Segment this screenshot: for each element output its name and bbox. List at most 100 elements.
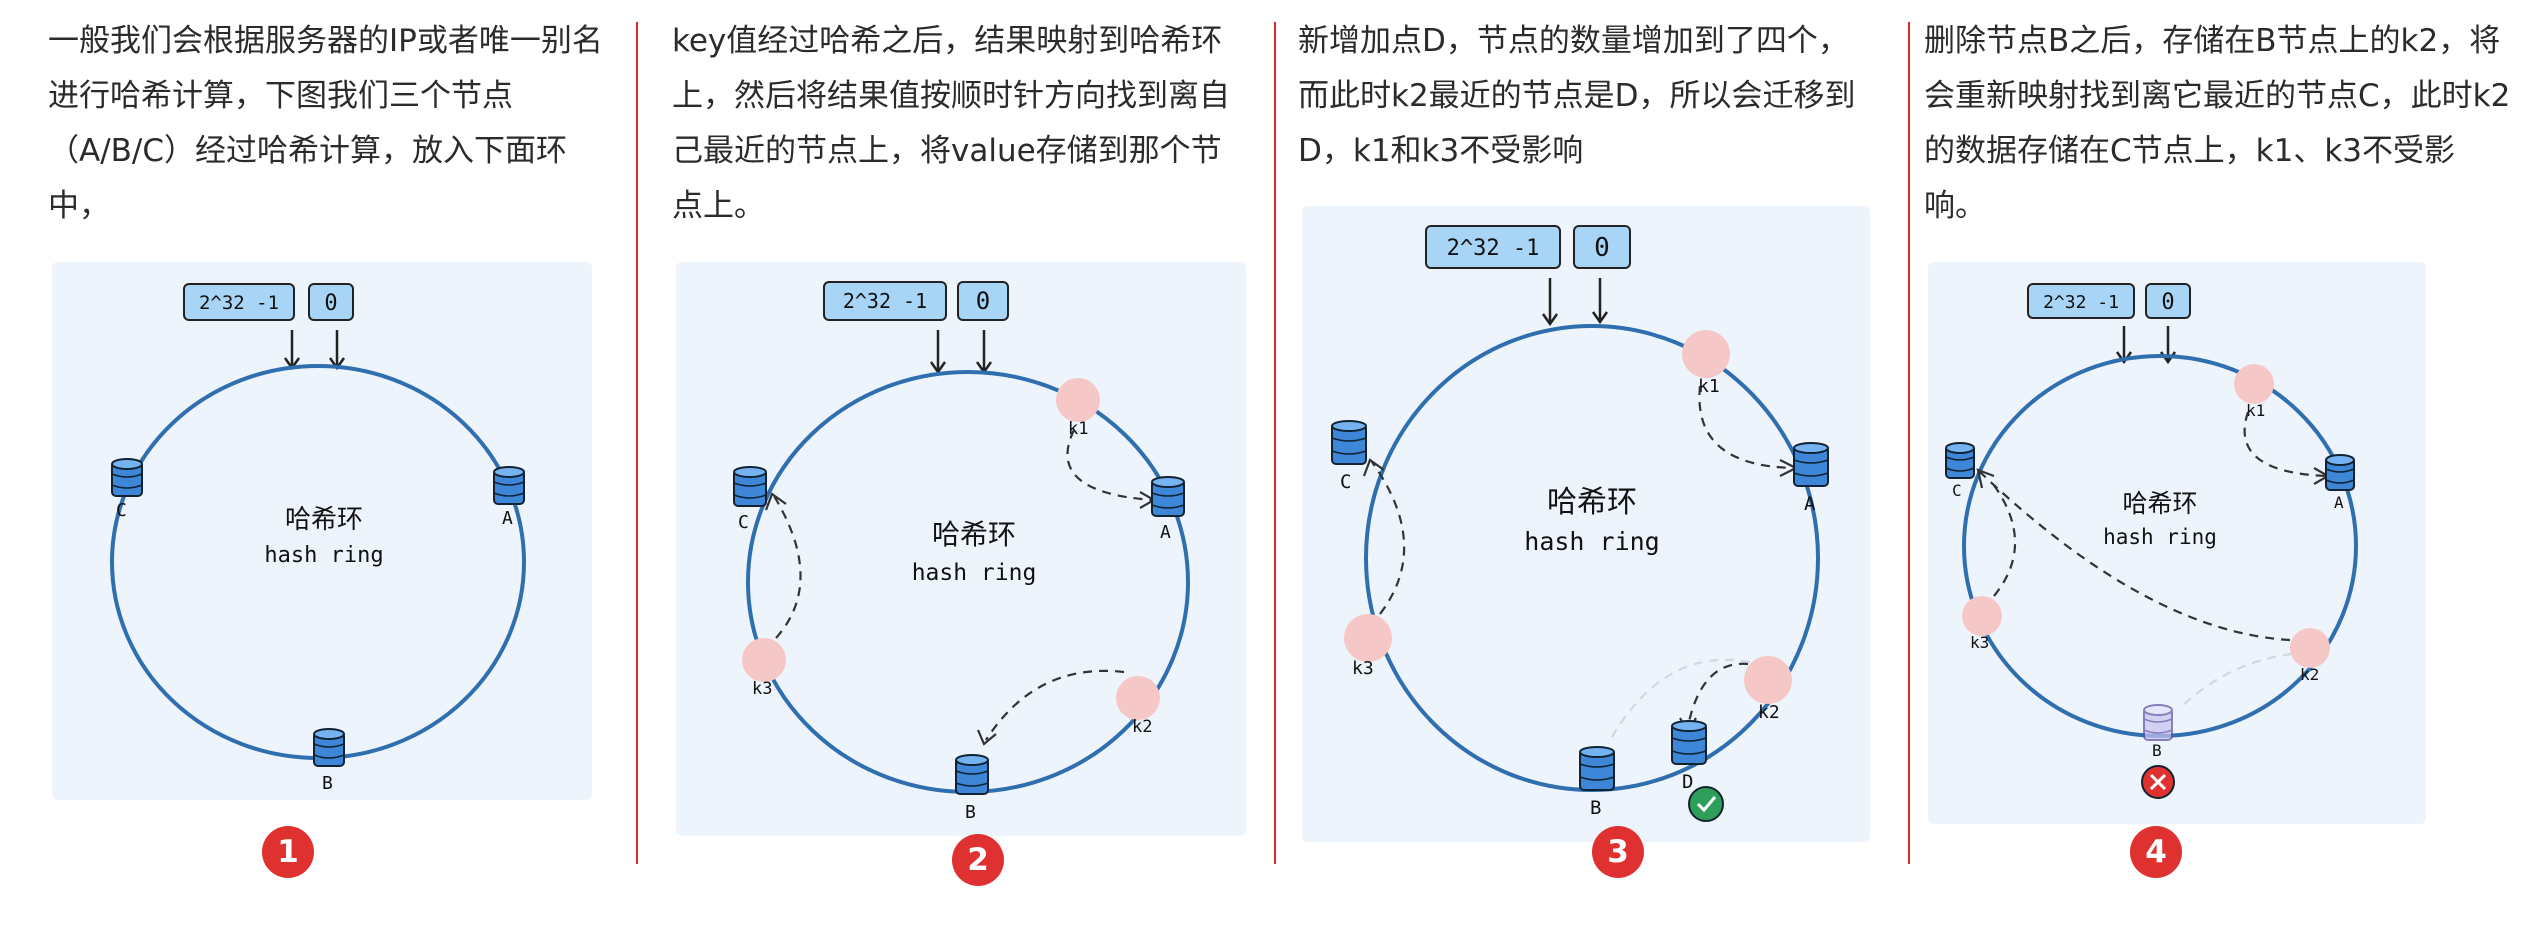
key-label-k2: k2 (1132, 717, 1152, 737)
svg-text:2^32 -1: 2^32 -1 (199, 292, 279, 314)
check-icon (1688, 786, 1724, 822)
svg-text:2^32 -1: 2^32 -1 (843, 289, 927, 313)
zero-label: 0 (1573, 225, 1631, 269)
panel-2-diagram: 2^32 -1 0 哈希环 hash ring k1 k2 k3 (676, 262, 1246, 836)
key-label-k3: k3 (1970, 633, 1989, 652)
node-label-a: A (1160, 522, 1171, 543)
key-dot-k1 (1682, 330, 1730, 378)
max-value-label: 2^32 -1 (183, 283, 295, 321)
node-label-b: B (1590, 797, 1601, 819)
node-label-c: C (116, 500, 127, 521)
database-icon-a (1793, 442, 1829, 487)
svg-text:0: 0 (324, 291, 337, 316)
key-dot-k1 (1056, 378, 1100, 422)
key-label-k3: k3 (752, 679, 772, 699)
panel-2-caption: key值经过哈希之后，结果映射到哈希环上，然后将结果值按顺时针方向找到离自己最近… (672, 23, 1230, 224)
node-label-a: A (1804, 493, 1816, 515)
dashed-mapping-arrows (1979, 411, 2327, 642)
arrow-heads (1976, 467, 2331, 489)
arrows-to-ring (929, 330, 993, 375)
database-icon-c (733, 466, 767, 507)
ring-title: 哈希环 (2122, 489, 2197, 518)
max-value-label: 2^32 -1 (2027, 283, 2135, 319)
ring-title: 哈希环 (285, 505, 363, 535)
arrows-to-ring (283, 330, 346, 371)
panel-3-diagram: 2^32 -1 0 哈希环 hash ring k1 k2 k3 (1302, 206, 1870, 842)
key-dot-k1 (2234, 364, 2274, 404)
database-icon-a (1151, 476, 1185, 517)
panel-2: key值经过哈希之后，结果映射到哈希环上，然后将结果值按顺时针方向找到离自己最近… (672, 0, 1252, 936)
step-badge-1: 1 (262, 826, 314, 878)
panel-3-caption: 新增加点D，节点的数量增加到了四个，而此时k2最近的节点是D，所以会迁移到D，k… (1298, 23, 1856, 169)
separator-3 (1908, 22, 1910, 864)
key-dot-k3 (742, 638, 786, 682)
node-label-c: C (738, 512, 749, 533)
dashed-mapping-arrows (1371, 385, 1795, 727)
panel-1-diagram: 2^32 -1 0 哈希环 hash ring C (52, 262, 592, 800)
ring-title: 哈希环 (1547, 485, 1637, 520)
zero-label: 0 (308, 283, 354, 321)
database-icon-d (1671, 720, 1707, 765)
key-dot-k2 (1116, 676, 1160, 720)
key-dot-k3 (1344, 614, 1392, 662)
arrows-to-ring (1541, 278, 1609, 327)
svg-text:2^32 -1: 2^32 -1 (1447, 236, 1540, 261)
ring-title: 哈希环 (932, 518, 1016, 551)
node-label-b: B (322, 773, 333, 794)
database-icon-c (111, 458, 143, 497)
hash-ring-diagram-4: 2^32 -1 0 哈希环 hash ring k1 k2 k3 (1945, 283, 2358, 799)
svg-text:0: 0 (976, 287, 990, 315)
ring-subtitle: hash ring (2103, 525, 2217, 549)
hash-ring-diagram-2: 2^32 -1 0 哈希环 hash ring k1 k2 k3 (733, 281, 1190, 823)
key-label-k1: k1 (1698, 376, 1720, 397)
step-badge-2: 2 (952, 834, 1004, 886)
old-mapping-arrow (1607, 658, 1751, 745)
node-label-b: B (2152, 741, 2162, 760)
panel-3: 新增加点D，节点的数量增加到了四个，而此时k2最近的节点是D，所以会迁移到D，k… (1298, 0, 1878, 936)
database-icon-c (1945, 442, 1975, 479)
panel-1-caption: 一般我们会根据服务器的IP或者唯一别名进行哈希计算，下图我们三个节点（A/B/C… (48, 23, 603, 224)
node-label-a: A (2334, 493, 2344, 512)
database-icon-a (2325, 454, 2355, 491)
separator-2 (1274, 22, 1276, 864)
hash-ring-diagram-1: 2^32 -1 0 哈希环 hash ring C (110, 283, 526, 794)
database-icon-b (1579, 746, 1615, 791)
step-badge-4: 4 (2130, 826, 2182, 878)
svg-text:0: 0 (1594, 233, 1610, 263)
panel-4-caption: 删除节点B之后，存储在B节点上的k2，将会重新映射找到离它最近的节点C，此时k2… (1924, 23, 2511, 224)
database-icon-b (313, 728, 345, 767)
zero-label: 0 (957, 281, 1009, 321)
node-label-c: C (1952, 481, 1962, 500)
max-value-label: 2^32 -1 (1425, 225, 1561, 269)
database-icon-b-removed (2143, 704, 2173, 741)
hash-ring (1364, 324, 1820, 792)
key-dot-k2 (2290, 628, 2330, 668)
svg-text:2^32 -1: 2^32 -1 (2043, 292, 2119, 313)
node-label-a: A (502, 508, 513, 529)
close-icon (2141, 765, 2175, 799)
database-icon-a (493, 466, 525, 505)
key-label-k1: k1 (2246, 401, 2265, 420)
ring-subtitle: hash ring (912, 560, 1037, 586)
database-icon-b (955, 754, 989, 795)
dashed-mapping-arrows (773, 429, 1153, 741)
panel-4-diagram: 2^32 -1 0 哈希环 hash ring k1 k2 k3 (1928, 262, 2426, 824)
panel-4: 删除节点B之后，存储在B节点上的k2，将会重新映射找到离它最近的节点C，此时k2… (1924, 0, 2514, 936)
panel-1: 一般我们会根据服务器的IP或者唯一别名进行哈希计算，下图我们三个节点（A/B/C… (48, 0, 608, 936)
key-label-k2: k2 (1758, 702, 1780, 723)
node-label-c: C (1340, 471, 1351, 493)
max-value-label: 2^32 -1 (823, 281, 947, 321)
svg-text:0: 0 (2161, 290, 2174, 315)
ring-subtitle: hash ring (264, 543, 383, 568)
node-label-b: B (965, 802, 976, 823)
node-label-d: D (1682, 771, 1693, 793)
database-icon-c (1331, 420, 1367, 465)
key-dot-k3 (1962, 596, 2002, 636)
hash-ring-diagram-3: 2^32 -1 0 哈希环 hash ring k1 k2 k3 (1331, 225, 1829, 822)
ring-subtitle: hash ring (1524, 527, 1659, 556)
separator-1 (636, 22, 638, 864)
step-badge-3: 3 (1592, 826, 1644, 878)
key-label-k2: k2 (2300, 665, 2319, 684)
key-label-k3: k3 (1352, 658, 1374, 679)
zero-label: 0 (2145, 283, 2191, 319)
